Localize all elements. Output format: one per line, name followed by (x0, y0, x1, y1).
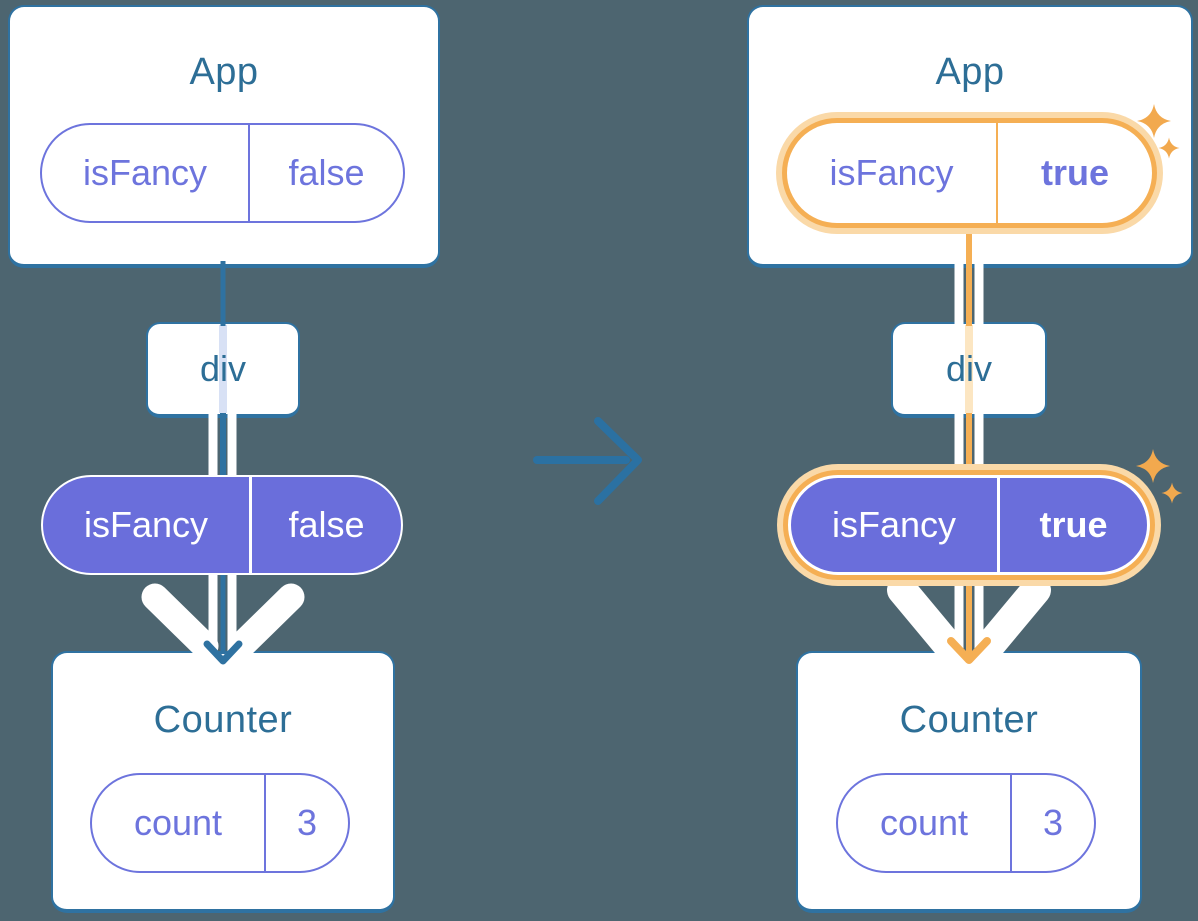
prop-thread-stripe (965, 325, 973, 413)
pill-value: false (249, 477, 401, 573)
arrow-right-icon (533, 417, 642, 505)
pill-value: true (997, 478, 1147, 572)
component-title: Counter (899, 699, 1039, 741)
prop-flow-div-pill-left (208, 413, 237, 479)
pill-value: false (248, 125, 403, 221)
component-title: Counter (153, 699, 293, 741)
sparkle-icon (1161, 482, 1183, 504)
prop-arrow-pill-counter-right (887, 575, 1051, 664)
pill-value: 3 (264, 775, 348, 871)
passed-prop-pill-right: isFancy true (788, 475, 1150, 575)
count-pill-left: count 3 (90, 773, 350, 873)
prop-flow-div-pill-right (954, 413, 984, 472)
pill-key: count (879, 802, 969, 843)
element-label: div (945, 348, 993, 389)
component-title: App (935, 51, 1005, 93)
sparkle-icon (1136, 449, 1170, 483)
prop-arrow-pill-counter-left (141, 570, 305, 665)
pill-key: isFancy (829, 152, 954, 193)
pill-value: true (996, 123, 1152, 223)
passed-prop-pill-left: isFancy false (41, 475, 403, 575)
component-title: App (189, 51, 259, 93)
pill-key: count (133, 802, 223, 843)
pill-key: isFancy (831, 504, 957, 545)
div-card-left: div (146, 322, 300, 418)
div-card-right: div (891, 322, 1047, 418)
state-pill-app-left: isFancy false (40, 123, 405, 223)
pill-key: isFancy (82, 152, 208, 193)
count-pill-right: count 3 (836, 773, 1096, 873)
state-pill-app-right: isFancy true (787, 123, 1152, 223)
pill-key: isFancy (83, 504, 209, 545)
element-label: div (199, 348, 247, 389)
pill-value: 3 (1010, 775, 1094, 871)
prop-thread-stripe (219, 325, 227, 413)
